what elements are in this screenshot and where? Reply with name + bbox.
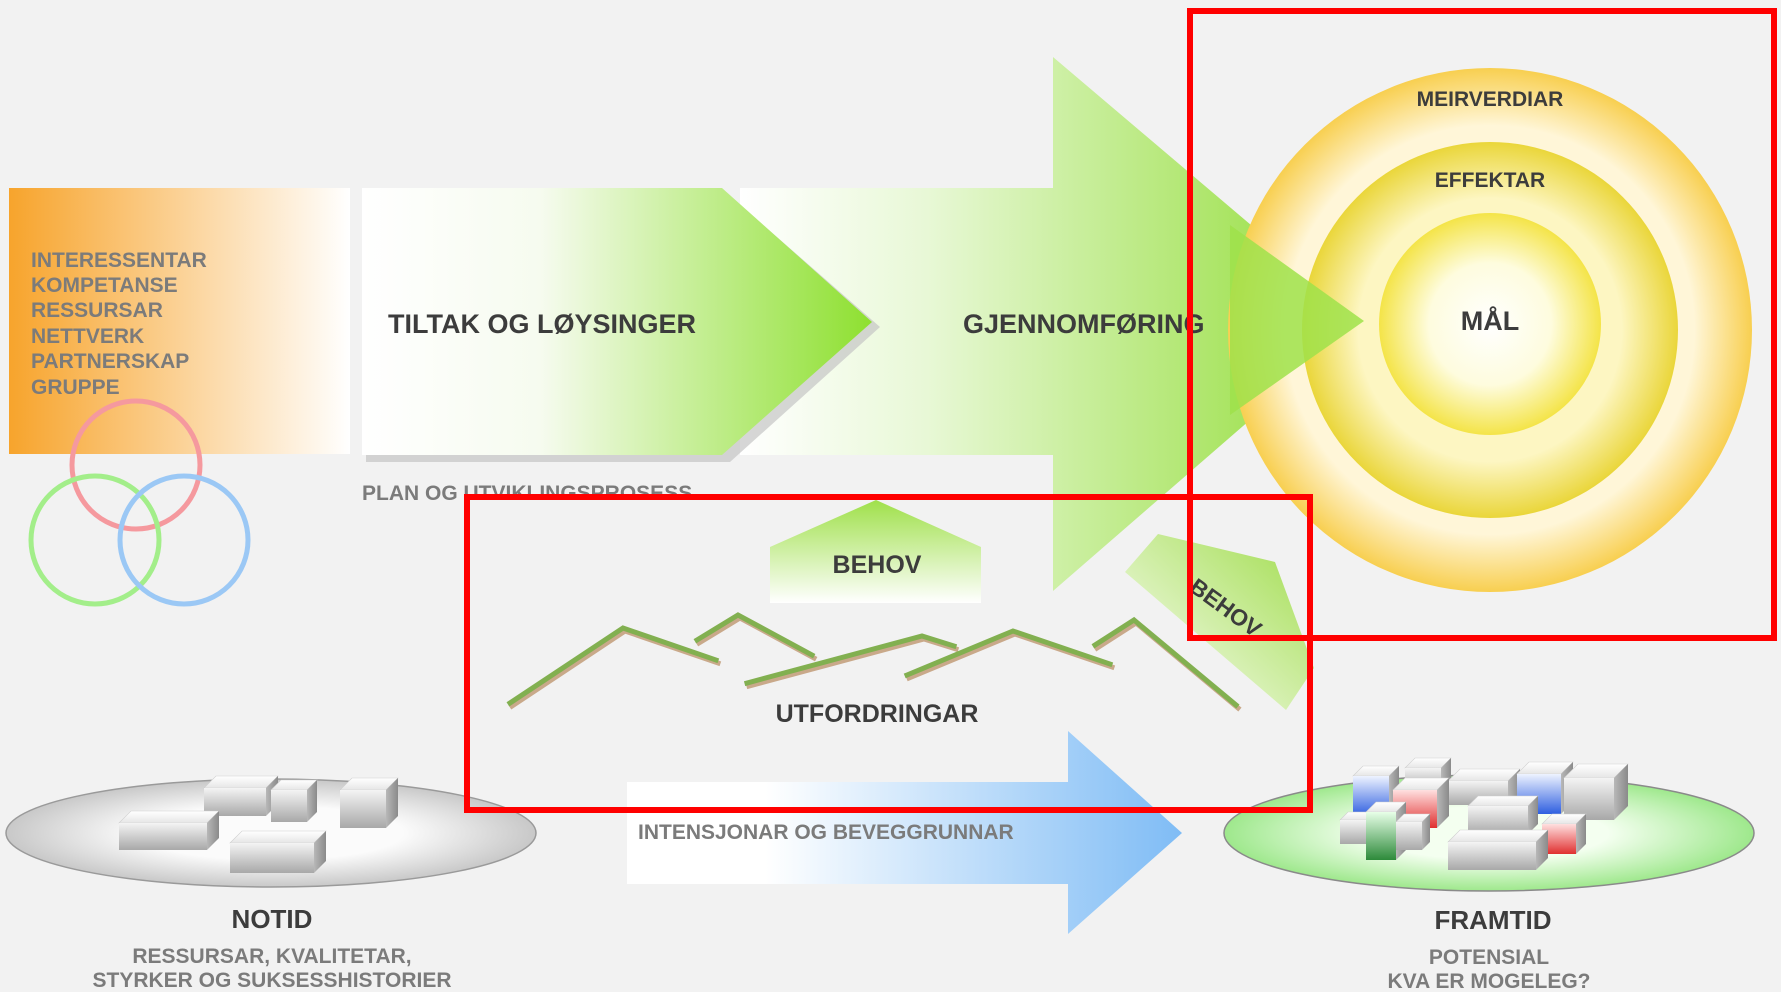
future-subtitle-line1: POTENSIAL [1429,946,1549,969]
intentions-label: INTENSJONAR OG BEVEGGRUNNAR [638,821,1014,844]
challenges-mountains [506,612,1242,712]
present-title: NOTID [232,904,313,934]
present-subtitle-line2: STYRKER OG SUKSESSHISTORIER [92,969,451,992]
building-block [203,775,279,816]
resource-item: INTERESSENTAR [31,249,207,272]
outer-ring-label: MEIRVERDIAR [1417,88,1564,111]
goal-circles: MEIRVERDIAR EFFEKTAR MÅL [1228,68,1752,592]
building-block [229,830,327,873]
future-boxes [1339,757,1629,870]
goal-ring-inner [1379,213,1601,435]
building-block [339,777,399,828]
implementation-arrow [740,57,1364,591]
highlight-box-goals [1187,8,1777,641]
building-block [270,779,318,822]
future-platform [1223,757,1755,892]
resources-panel [9,188,350,454]
needs-up-arrow [770,500,981,603]
implementation-label: GJENNOMFØRING [963,309,1205,339]
resources-list: INTERESSENTAR KOMPETANSE RESSURSAR NETTV… [31,249,207,399]
resource-item: KOMPETANSE [31,274,178,297]
future-title: FRAMTID [1435,905,1552,935]
resource-item: GRUPPE [31,376,120,399]
measures-arrow [362,188,872,455]
present-subtitle-line1: RESSURSAR, KVALITETAR, [132,945,411,968]
needs-up-label: BEHOV [833,551,922,579]
venn-circle-red [69,398,203,532]
present-platform [5,775,537,888]
inner-ring-label: MÅL [1461,305,1519,336]
middle-ring-label: EFFEKTAR [1435,169,1545,192]
building-block [1467,795,1539,834]
resource-item: RESSURSAR [31,299,163,322]
resource-item: NETTVERK [31,325,144,348]
plan-label: PLAN OG UTVIKLINGSPROSESS [362,482,692,505]
intentions-arrow [627,731,1182,934]
measures-label: TILTAK OG LØYSINGER [388,309,696,339]
future-subtitle-line2: KVA ER MOGELEG? [1387,970,1590,992]
venn-circle-blue [117,473,251,607]
resource-item: PARTNERSKAP [31,350,189,373]
building-block [1541,813,1587,854]
building-block [118,810,220,850]
highlight-box-challenges [464,494,1313,813]
venn-circle-green [28,473,162,607]
present-boxes [118,775,399,873]
building-block [1395,813,1431,850]
building-block [1447,829,1549,870]
venn-circles [28,398,251,607]
challenges-label: UTFORDRINGAR [776,700,979,728]
needs-diagonal-arrow [1125,534,1314,710]
implementation-arrow-tip [1230,225,1364,415]
building-block [1563,763,1629,820]
